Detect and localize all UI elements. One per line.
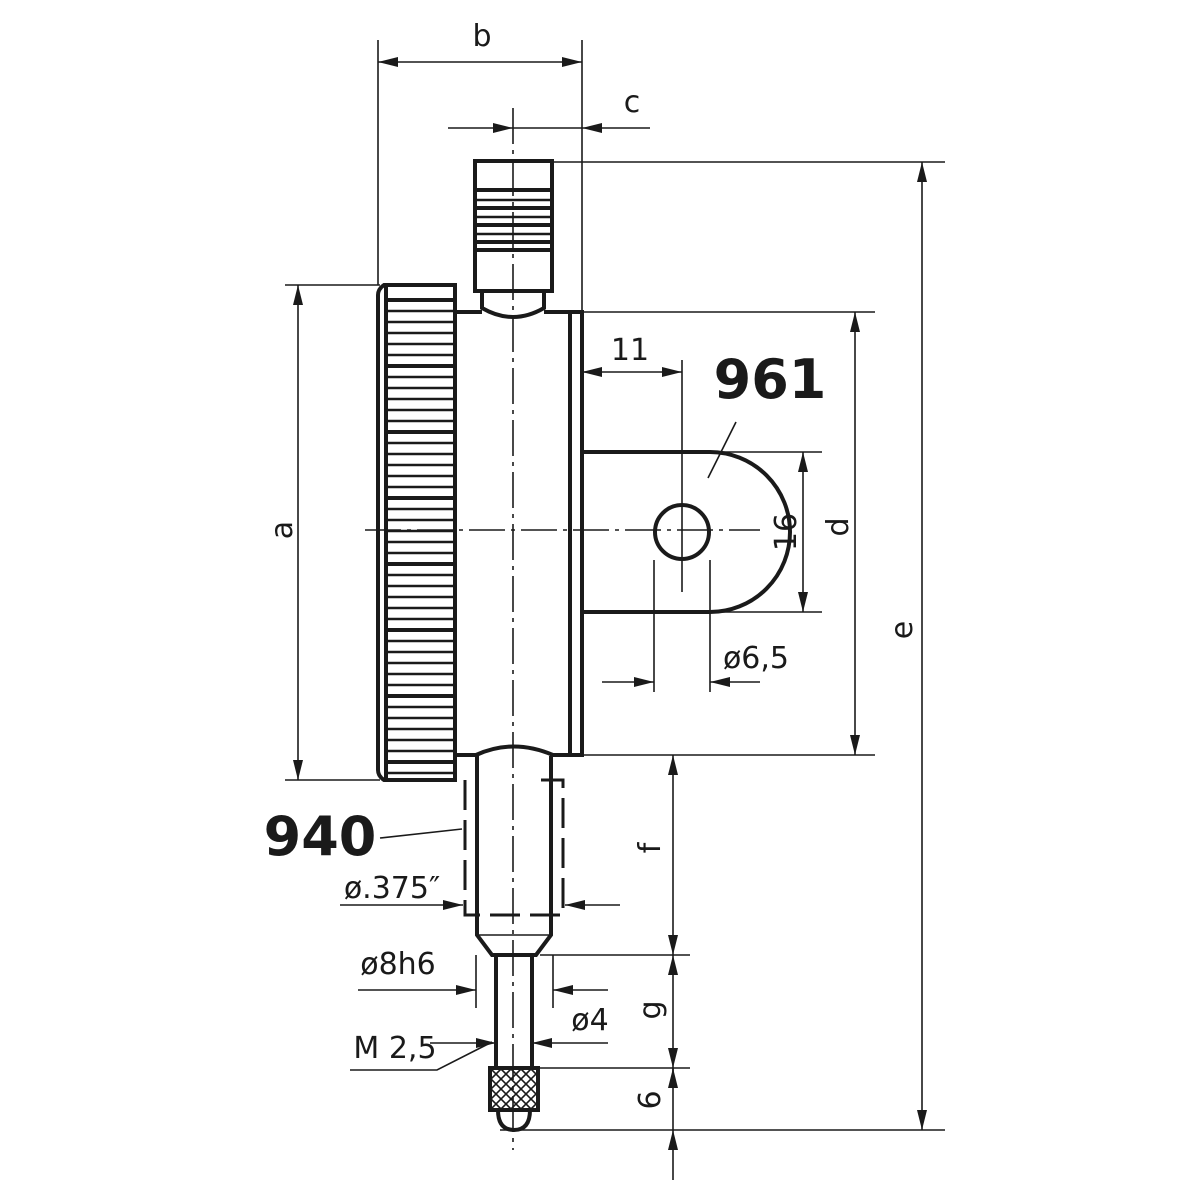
knurl-hatch-line <box>519 1068 538 1088</box>
knurl-hatch-line <box>499 1070 538 1110</box>
leader-961 <box>707 421 737 479</box>
dimension-stem-diameter: ø8h6 <box>358 947 608 995</box>
knurl-hatch-line <box>509 1080 538 1110</box>
label-b: b <box>472 19 491 54</box>
label-lug-height: 16 <box>769 513 804 551</box>
dimension-c: c <box>448 85 650 133</box>
knurl-hatch-line <box>440 1068 482 1110</box>
callout-961: 961 <box>714 348 827 411</box>
knurl-hatch-line <box>430 1068 472 1110</box>
label-lug-offset: 11 <box>611 333 649 368</box>
leader-940 <box>379 828 463 839</box>
label-tip-length: 6 <box>633 1090 668 1109</box>
knurl-hatch-line <box>490 1068 493 1072</box>
label-e: e <box>885 621 920 639</box>
label-c: c <box>624 85 641 120</box>
label-g: g <box>633 1000 668 1019</box>
contact-rod <box>494 955 534 1068</box>
knurl-hatch-line <box>490 1068 503 1082</box>
callout-940: 940 <box>264 805 377 868</box>
label-a: a <box>265 521 300 539</box>
bezel-knurl <box>376 283 457 782</box>
dimension-lug-offset: 11 <box>582 333 682 377</box>
dimension-a: a <box>265 284 380 781</box>
knurl-hatch-line <box>490 1096 503 1110</box>
label-stem-inch: ø.375″ <box>344 871 440 906</box>
knurl-hatch-line <box>519 1090 538 1110</box>
knurl-hatch-line <box>430 1068 472 1110</box>
dimension-hole-diameter: ø6,5 <box>602 560 789 692</box>
thread-callout: M 2,5 <box>350 1031 493 1071</box>
label-thread: M 2,5 <box>353 1031 436 1066</box>
knurl-hatch-line <box>540 1068 582 1110</box>
knurl-hatch-line <box>490 1068 533 1110</box>
knurl-hatch-line <box>490 1068 523 1102</box>
label-d: d <box>821 517 856 536</box>
top-cap <box>473 159 554 319</box>
dimension-tip-length: 6 <box>633 1068 678 1180</box>
knurl-hatch-line <box>440 1068 482 1110</box>
dimension-f: f <box>540 755 690 956</box>
contact-tip <box>430 1066 582 1133</box>
dimension-g: g <box>538 955 690 1069</box>
knurl-hatch-line <box>540 1068 582 1110</box>
knurl-hatch-line <box>490 1106 493 1110</box>
back-lug <box>582 360 792 614</box>
label-f: f <box>633 841 668 853</box>
dimension-b: b <box>377 19 583 312</box>
label-rod-diameter: ø4 <box>571 1003 608 1038</box>
dimension-rod-diameter: ø4 <box>430 1003 609 1048</box>
label-stem-diameter: ø8h6 <box>360 947 436 982</box>
dimension-stem-inch: ø.375″ <box>340 871 620 910</box>
dimension-e: e <box>500 162 945 1131</box>
dimension-lug-height: 16 <box>710 451 822 613</box>
indicator-body <box>455 310 584 757</box>
dimension-d: d <box>570 311 875 756</box>
label-hole-diameter: ø6,5 <box>723 641 789 676</box>
stem <box>463 756 565 1008</box>
